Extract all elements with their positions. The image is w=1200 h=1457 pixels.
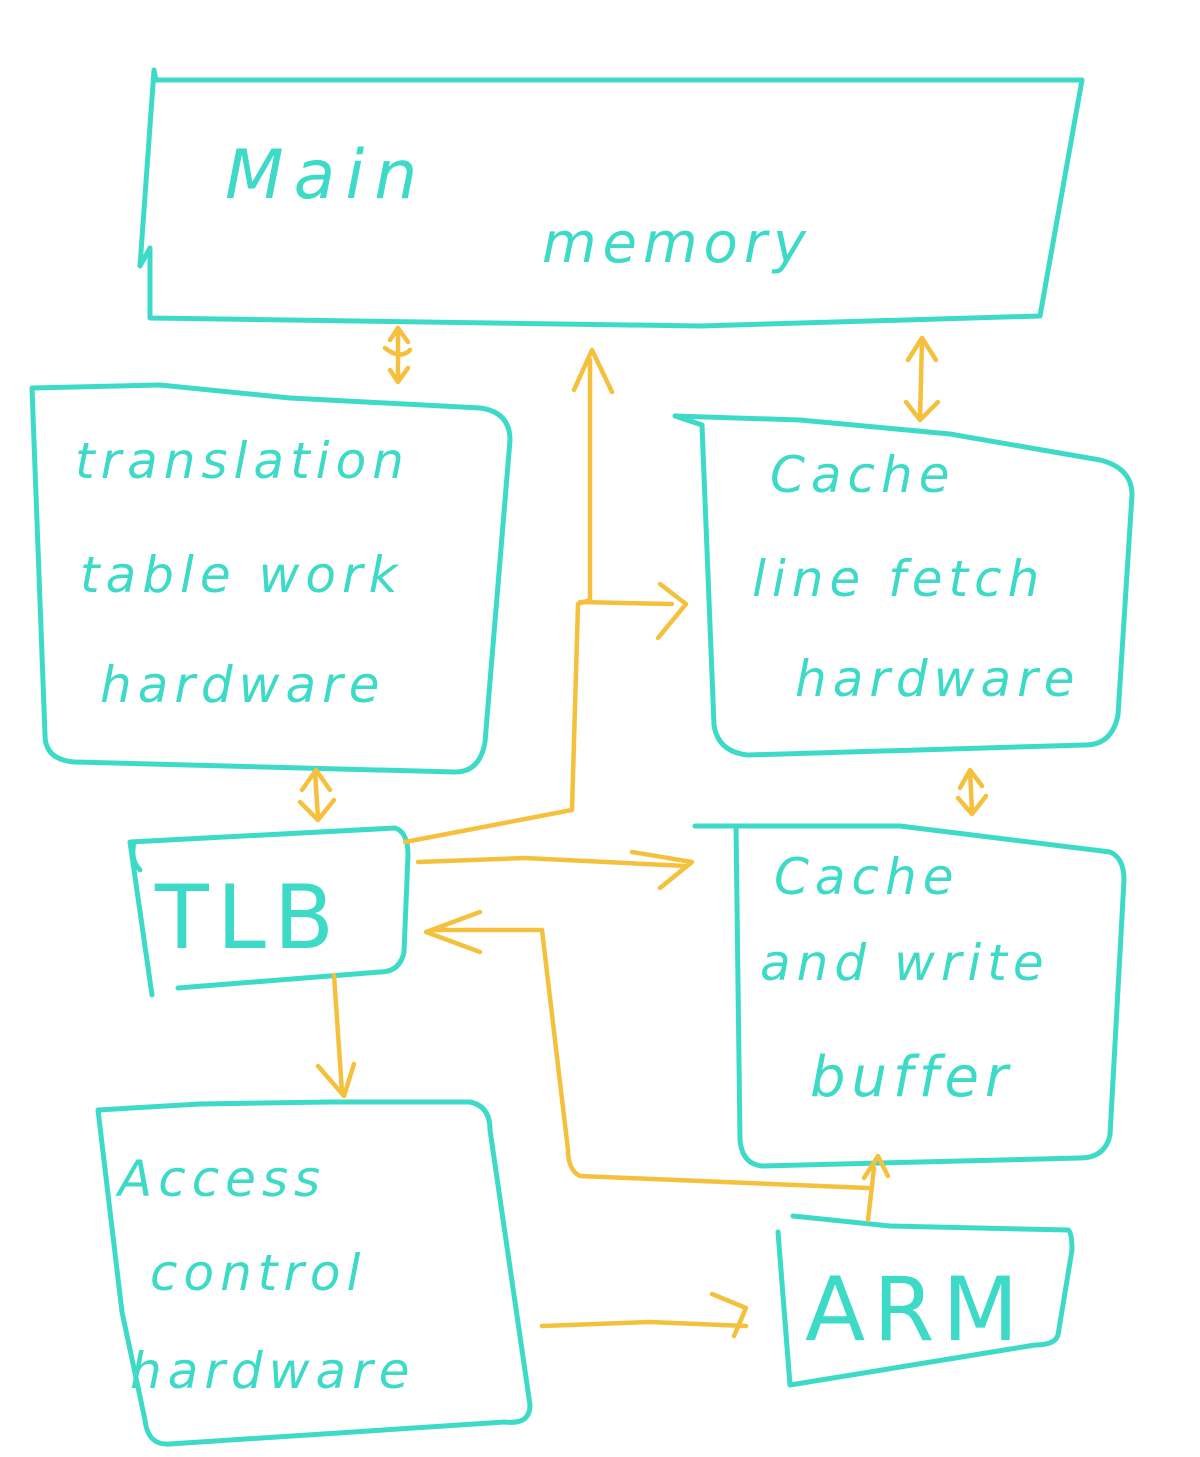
main-memory-box <box>137 67 1085 329</box>
node-cache-write-buffer: Cache and write buffer <box>692 823 1127 1169</box>
access-label-line3: hardware <box>130 1342 415 1400</box>
tlb-label: TLB <box>154 866 342 969</box>
translation-label-line1: translation <box>75 432 410 490</box>
cache-write-box <box>692 823 1127 1169</box>
access-label-line1: Access <box>115 1150 326 1208</box>
translation-label-line2: table work <box>80 546 404 604</box>
cache-write-label-line3: buffer <box>810 1045 1014 1110</box>
node-cache-line-fetch-hardware: Cache line fetch hardware <box>672 413 1135 758</box>
node-translation-table-hardware: translation table work hardware <box>29 382 513 775</box>
arrow-tlb-to-cache-fetch <box>577 581 689 641</box>
arrow-tlb-to-access <box>315 972 357 1099</box>
cache-write-label-line2: and write <box>760 934 1050 992</box>
main-memory-label-line1: Main <box>225 136 427 215</box>
cache-fetch-label-line1: Cache <box>770 446 956 504</box>
arrow-arm-to-tlb <box>423 909 871 1191</box>
tlb-box <box>127 825 411 998</box>
arrow-main-memory-translation <box>382 325 413 385</box>
cache-fetch-label-line2: line fetch <box>752 550 1045 608</box>
access-box <box>95 1099 533 1447</box>
node-tlb: TLB <box>127 825 411 998</box>
cache-fetch-box <box>672 413 1135 758</box>
arrow-cache-fetch-cache-write <box>955 767 989 817</box>
cache-fetch-label-line3: hardware <box>795 650 1080 708</box>
main-memory-label-line2: memory <box>542 211 812 276</box>
arm-label: ARM <box>805 1258 1026 1361</box>
access-label-line2: control <box>150 1244 366 1302</box>
arrow-main-memory-cache-fetch <box>903 335 941 423</box>
node-access-control-hardware: Access control hardware <box>95 1099 533 1447</box>
arrow-translation-tlb <box>297 767 337 823</box>
arrow-arm-to-cache-write <box>861 1153 891 1223</box>
node-main-memory: Main memory <box>137 67 1085 329</box>
arrow-tlb-to-main-memory <box>402 347 615 845</box>
node-arm: ARM <box>775 1213 1075 1388</box>
translation-box <box>29 382 513 775</box>
arrow-access-to-arm <box>539 1291 749 1339</box>
arm-box <box>775 1213 1075 1388</box>
translation-label-line3: hardware <box>100 656 385 714</box>
arrow-tlb-to-cache-write <box>415 849 695 891</box>
cache-write-label-line1: Cache <box>774 848 960 906</box>
